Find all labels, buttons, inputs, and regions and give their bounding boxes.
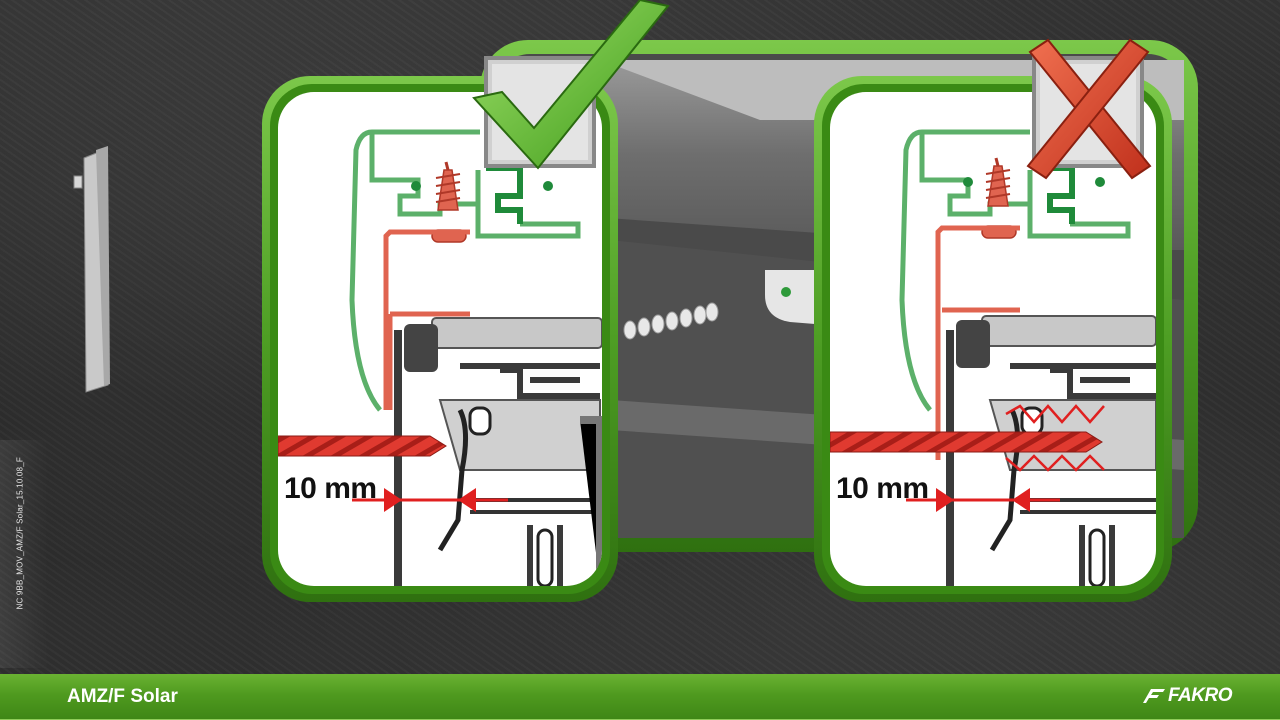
product-title: AMZ/F Solar [67, 686, 178, 707]
check-icon [472, 0, 670, 170]
measurement-label-correct: 10 mm [284, 472, 377, 505]
measurement-arrows [352, 488, 508, 512]
measurement-arrows [906, 488, 1060, 512]
damage-zigzag-icon [1005, 404, 1105, 472]
drill-bit-icon [830, 431, 1103, 453]
incorrect-installation-panel [814, 38, 1172, 602]
document-code: NC 9BB_MOV_AMZ/F Solar_15.10.08_F [15, 457, 25, 610]
brand-name: FAKRO [1168, 685, 1233, 706]
footer-bar: AMZ/F Solar FAKRO [0, 674, 1280, 720]
screw-icon [431, 161, 467, 243]
correct-installation-panel [262, 0, 670, 602]
brand-mark-icon [1143, 689, 1165, 703]
correct-status-badge [472, 0, 670, 170]
incorrect-status-badge [1026, 38, 1152, 180]
measurement-label-incorrect: 10 mm [836, 472, 929, 505]
cross-icon [1026, 38, 1152, 180]
illustration-canvas [73, 0, 1198, 602]
drill-bit-icon [278, 435, 447, 457]
document-code-backdrop [0, 440, 48, 668]
brand-logo: FAKRO [1143, 685, 1233, 707]
profile-part-illustration [73, 146, 110, 393]
